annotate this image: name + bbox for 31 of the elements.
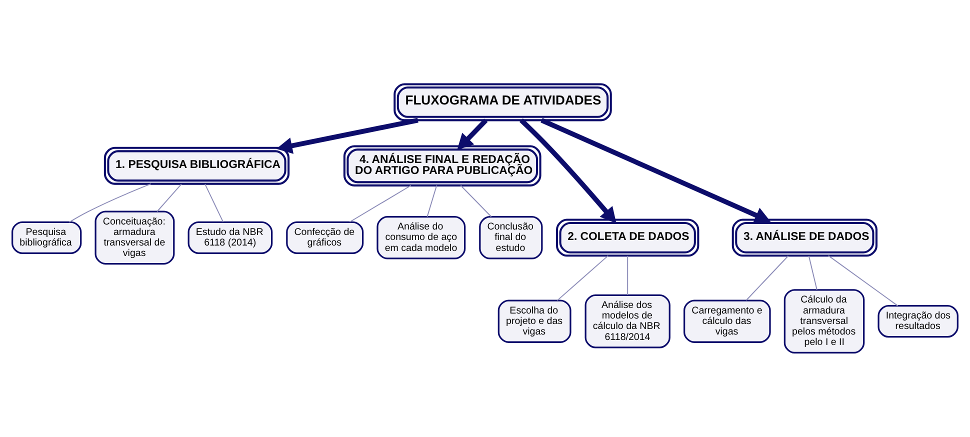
node-box: Conceituação: armadura transversal de vigas	[94, 210, 175, 265]
connector	[426, 185, 438, 218]
node-box: Confecção de gráficos	[286, 221, 364, 254]
node-box: 4. ANÁLISE FINAL E REDAÇÃO DO ARTIGO PARA PUBLICAÇÃO	[343, 145, 542, 186]
node-box: Carregamento e cálculo das vigas	[684, 300, 771, 343]
node-box: FLUXOGRAMA DE ATIVIDADES	[394, 83, 612, 122]
node-box: Conclusão final do estudo	[479, 216, 543, 260]
arrow	[457, 118, 488, 150]
node-box: Escolha do projeto e das vigas	[498, 300, 572, 343]
node-box: Estudo da NBR 6118 (2014)	[188, 221, 273, 254]
node-box: 3. ANÁLISE DE DADOS	[732, 218, 878, 257]
arrow	[520, 118, 616, 224]
connector	[349, 185, 412, 222]
node-box: Análise dos modelos de cálculo da NBR 6118/2014	[584, 294, 670, 348]
connector	[156, 184, 182, 212]
connector	[556, 255, 609, 301]
connector	[828, 255, 898, 306]
node-box: 2. COLETA DE DADOS	[556, 218, 700, 257]
node-box: Análise do consumo de aço em cada modelo	[376, 216, 466, 260]
connector	[746, 255, 789, 301]
connector	[68, 183, 152, 223]
arrow	[540, 118, 771, 224]
connector	[204, 184, 224, 223]
connector	[460, 185, 492, 218]
arrow	[276, 118, 418, 154]
node-box: Cálculo da armadura transversal pelos métodos pelo I e II	[784, 289, 865, 354]
connector	[627, 255, 628, 296]
node-box: Pesquisa bibliográfica	[12, 221, 82, 254]
connector	[808, 255, 818, 290]
node-box: Integração dos resultados	[878, 305, 958, 338]
node-box: 1. PESQUISA BIBLIOGRÁFICA	[104, 146, 290, 185]
